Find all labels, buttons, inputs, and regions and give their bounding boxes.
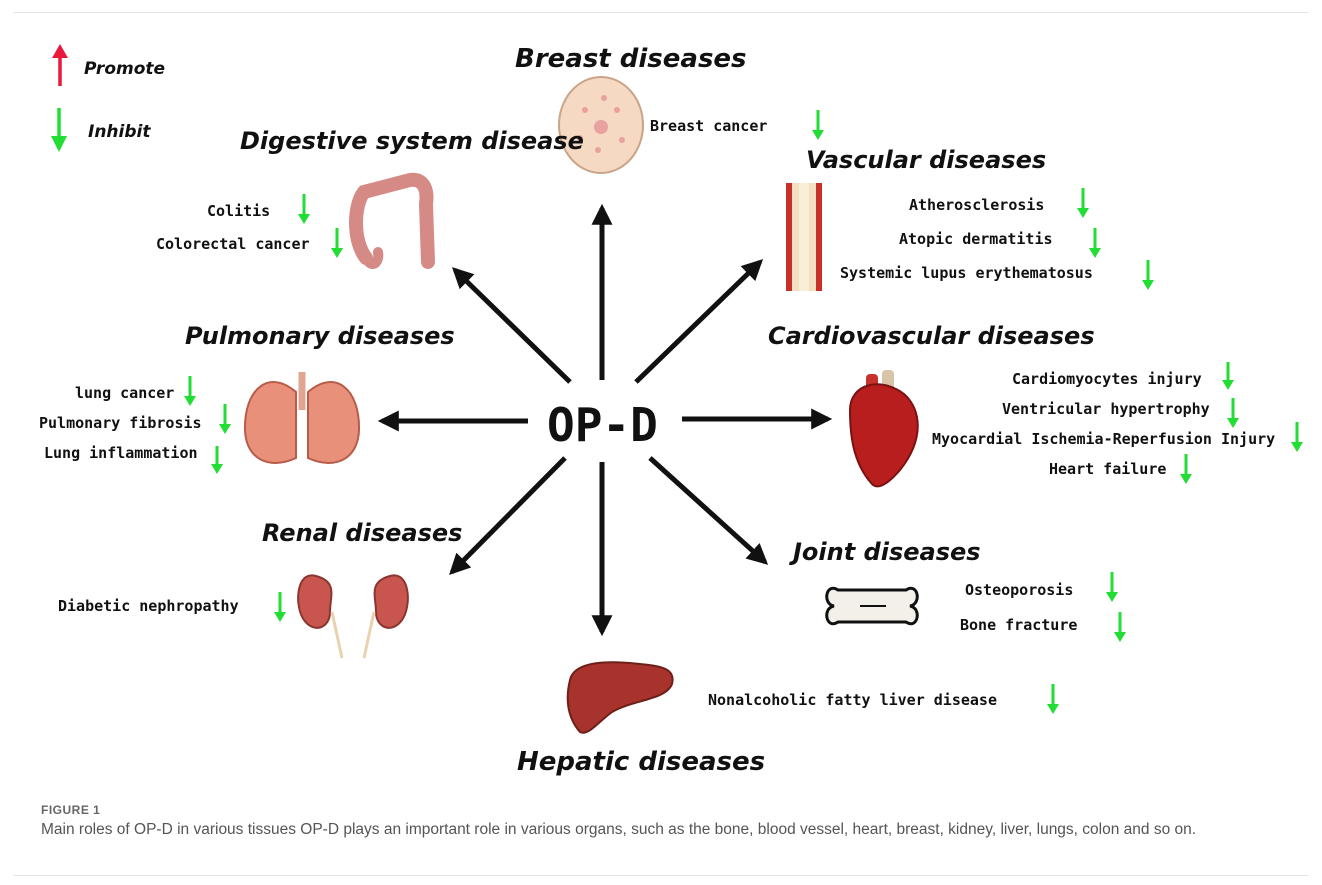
inhibit-arrow-icon — [211, 446, 223, 474]
inhibit-arrow-icon — [812, 110, 824, 140]
kidneys-icon — [298, 575, 408, 658]
renal-title: Renal diseases — [262, 519, 462, 547]
bottom-rule — [14, 875, 1308, 876]
pulmonary-item: Lung inflammation — [44, 444, 198, 462]
cardiovascular-title: Cardiovascular diseases — [768, 322, 1095, 350]
heart-icon — [850, 370, 918, 486]
inhibit-arrow-icon — [1089, 228, 1101, 258]
inhibit-arrow-icon — [184, 376, 196, 406]
digestive-item: Colitis — [207, 202, 270, 220]
inhibit-arrow-icon — [298, 194, 310, 224]
hepatic-title: Hepatic diseases — [517, 747, 765, 777]
colon-icon — [356, 180, 428, 264]
inhibit-arrow-icon — [219, 404, 231, 434]
inhibit-arrow-icon — [1142, 260, 1154, 290]
center-label: OP-D — [547, 398, 658, 452]
promote-arrow-icon — [52, 44, 68, 86]
lungs-icon — [245, 372, 359, 463]
op-d-diagram: Promote Inhibit OP-D — [0, 0, 1322, 800]
arrow-to-digestive — [455, 270, 570, 382]
inhibit-arrow-icon — [1077, 188, 1089, 218]
inhibit-arrow-icon — [1180, 454, 1192, 484]
liver-icon — [568, 662, 673, 733]
breast-title: Breast diseases — [515, 44, 747, 74]
bone-icon — [827, 588, 917, 623]
renal-item: Diabetic nephropathy — [58, 597, 239, 615]
inhibit-arrow-icon — [274, 592, 286, 622]
joint-item: Osteoporosis — [965, 581, 1073, 599]
inhibit-arrow-icon — [1047, 684, 1059, 714]
breast-icon — [559, 77, 643, 173]
pulmonary-item: Pulmonary fibrosis — [39, 414, 202, 432]
figure-caption: FIGURE 1 Main roles of OP-D in various t… — [41, 803, 1291, 841]
inhibit-arrow-icon — [51, 108, 67, 152]
vascular-item: Atherosclerosis — [909, 196, 1044, 214]
arrow-to-renal — [452, 458, 565, 572]
hepatic-item: Nonalcoholic fatty liver disease — [708, 691, 997, 709]
inhibit-arrow-icon — [1227, 398, 1239, 428]
figure-label: FIGURE 1 — [41, 803, 1291, 817]
pulmonary-item: lung cancer — [75, 384, 174, 402]
blood-vessel-icon — [786, 183, 822, 291]
legend-promote-label: Promote — [84, 59, 165, 79]
digestive-title: Digestive system disease — [240, 127, 584, 155]
inhibit-arrow-icon — [331, 228, 343, 258]
cardiovascular-item: Cardiomyocytes injury — [1012, 370, 1202, 388]
cardiovascular-item: Heart failure — [1049, 460, 1166, 478]
legend-inhibit-label: Inhibit — [88, 122, 151, 142]
joint-title: Joint diseases — [789, 538, 981, 566]
vascular-title: Vascular diseases — [806, 146, 1046, 174]
arrow-to-vascular — [636, 262, 760, 382]
pulmonary-title: Pulmonary diseases — [185, 322, 455, 350]
breast-item: Breast cancer — [650, 117, 767, 135]
vascular-item: Atopic dermatitis — [899, 230, 1053, 248]
inhibit-arrow-icon — [1222, 362, 1234, 390]
inhibit-arrow-icon — [1106, 572, 1118, 602]
joint-item: Bone fracture — [960, 616, 1077, 634]
arrow-to-joint — [650, 458, 765, 562]
figure-caption-text: Main roles of OP-D in various tissues OP… — [41, 819, 1291, 841]
inhibit-arrow-icon — [1114, 612, 1126, 642]
legend: Promote Inhibit — [51, 44, 165, 152]
cardiovascular-item: Myocardial Ischemia-Reperfusion Injury — [932, 430, 1275, 448]
cardiovascular-item: Ventricular hypertrophy — [1002, 400, 1210, 418]
digestive-item: Colorectal cancer — [156, 235, 310, 253]
vascular-item: Systemic lupus erythematosus — [840, 264, 1093, 282]
inhibit-arrow-icon — [1291, 422, 1303, 452]
